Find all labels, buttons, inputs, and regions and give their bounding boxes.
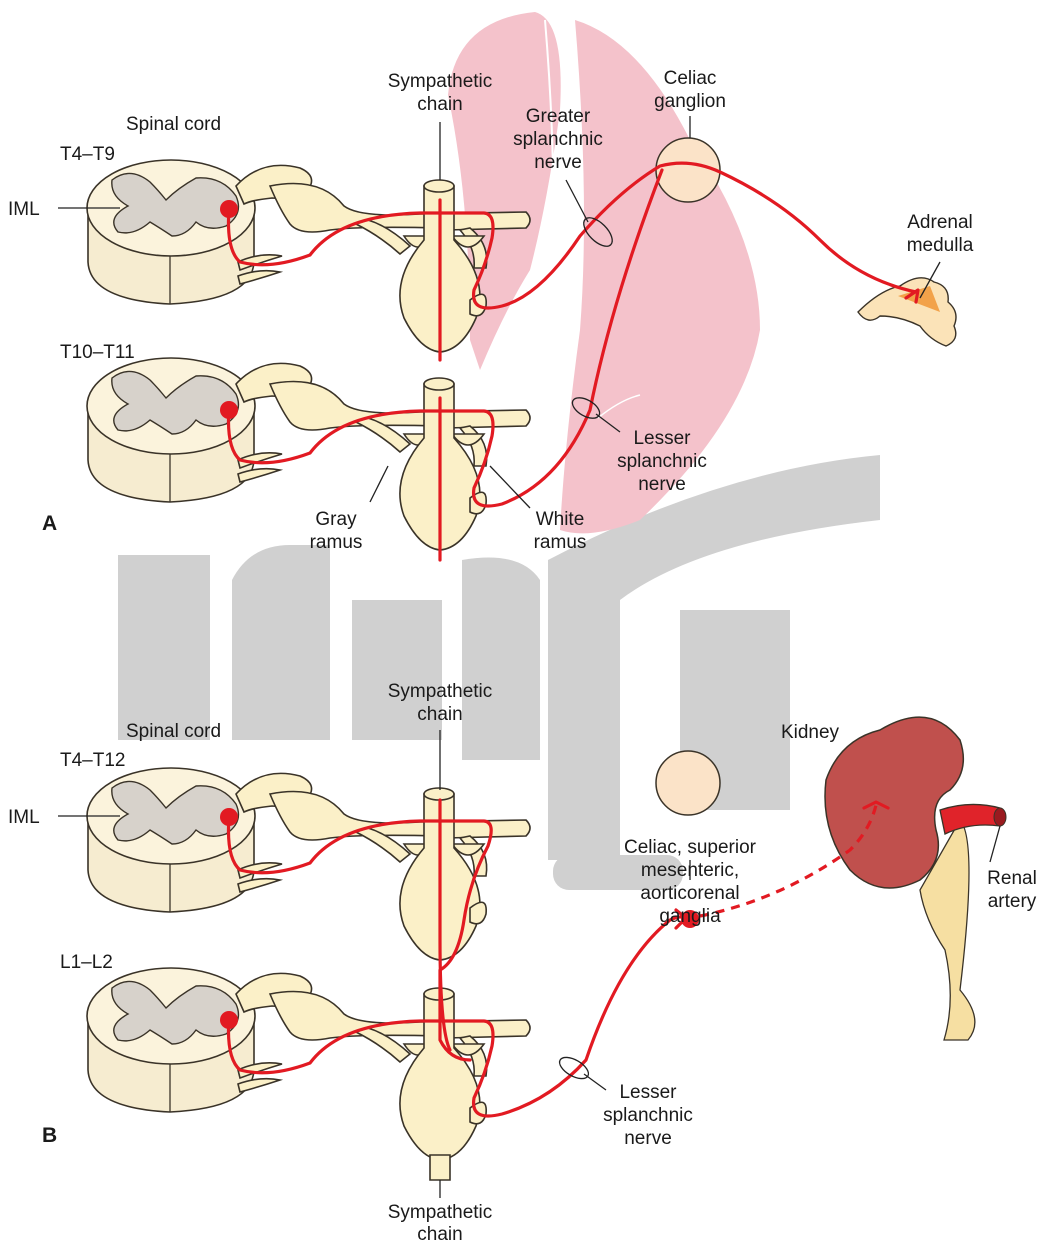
label-spinal-cord-b: Spinal cord	[126, 721, 221, 742]
label-ganglia-line3: aorticorenal	[640, 883, 739, 904]
label-adrenal-medulla-line2: medulla	[907, 235, 974, 256]
celiac-ganglion	[656, 138, 720, 202]
prevertebral-ganglia	[656, 751, 720, 815]
label-celiac-ganglion-line2: ganglion	[654, 91, 726, 112]
label-greater-splanchnic-line2: splanchnic	[513, 129, 603, 150]
label-sympathetic-chain-line1: Sympathetic	[388, 71, 493, 92]
label-segment-t10-t11: T10–T11	[60, 342, 135, 363]
label-segment-t4-t9: T4–T9	[60, 144, 115, 165]
label-sympathetic-chain-b-line1: Sympathetic	[388, 681, 493, 702]
label-celiac-ganglion-line1: Celiac	[664, 68, 717, 89]
label-renal-artery-line2: artery	[988, 891, 1037, 912]
neuron-cell-body	[220, 401, 238, 419]
label-renal-artery-line1: Renal	[987, 868, 1037, 889]
label-segment-l1-l2: L1–L2	[60, 952, 113, 973]
label-lesser-splanchnic-line3: nerve	[638, 474, 686, 495]
label-iml: IML	[8, 199, 40, 220]
label-lesser-splanchnic-b-line2: splanchnic	[603, 1105, 693, 1126]
label-adrenal-medulla-line1: Adrenal	[907, 212, 973, 233]
label-iml-b: IML	[8, 807, 40, 828]
panel-letter-a: A	[42, 512, 57, 535]
kidney	[825, 717, 1006, 1040]
label-segment-t4-t12: T4–T12	[60, 750, 125, 771]
neuron-cell-body	[220, 1011, 238, 1029]
panel-b: Spinal cord T4–T12 IML L1–L2 B Sympathet…	[8, 681, 1037, 1244]
label-white-ramus-line1: White	[536, 509, 585, 530]
neuron-cell-body	[220, 808, 238, 826]
label-gray-ramus-line1: Gray	[315, 509, 357, 530]
label-ganglia-line1: Celiac, superior	[624, 837, 757, 858]
label-gray-ramus-line2: ramus	[310, 532, 363, 553]
label-sympathetic-chain-bottom-line1: Sympathetic	[388, 1202, 493, 1223]
label-white-ramus-line2: ramus	[534, 532, 587, 553]
label-lesser-splanchnic-b-line1: Lesser	[619, 1082, 677, 1103]
adrenal-gland	[858, 278, 956, 346]
panel-letter-b: B	[42, 1124, 57, 1147]
neuron-cell-body	[220, 200, 238, 218]
label-ganglia-line4: ganglia	[659, 906, 721, 927]
label-sympathetic-chain-bottom-line2: chain	[417, 1224, 462, 1244]
label-sympathetic-chain-b-line2: chain	[417, 704, 462, 725]
label-spinal-cord: Spinal cord	[126, 114, 221, 135]
label-lesser-splanchnic-b-line3: nerve	[624, 1128, 672, 1149]
label-ganglia-line2: mesenteric,	[641, 860, 739, 881]
label-lesser-splanchnic-line2: splanchnic	[617, 451, 707, 472]
label-sympathetic-chain-line2: chain	[417, 94, 462, 115]
label-greater-splanchnic-line1: Greater	[526, 106, 591, 127]
label-kidney: Kidney	[781, 722, 840, 743]
label-lesser-splanchnic-line1: Lesser	[633, 428, 691, 449]
label-greater-splanchnic-line3: nerve	[534, 152, 582, 173]
